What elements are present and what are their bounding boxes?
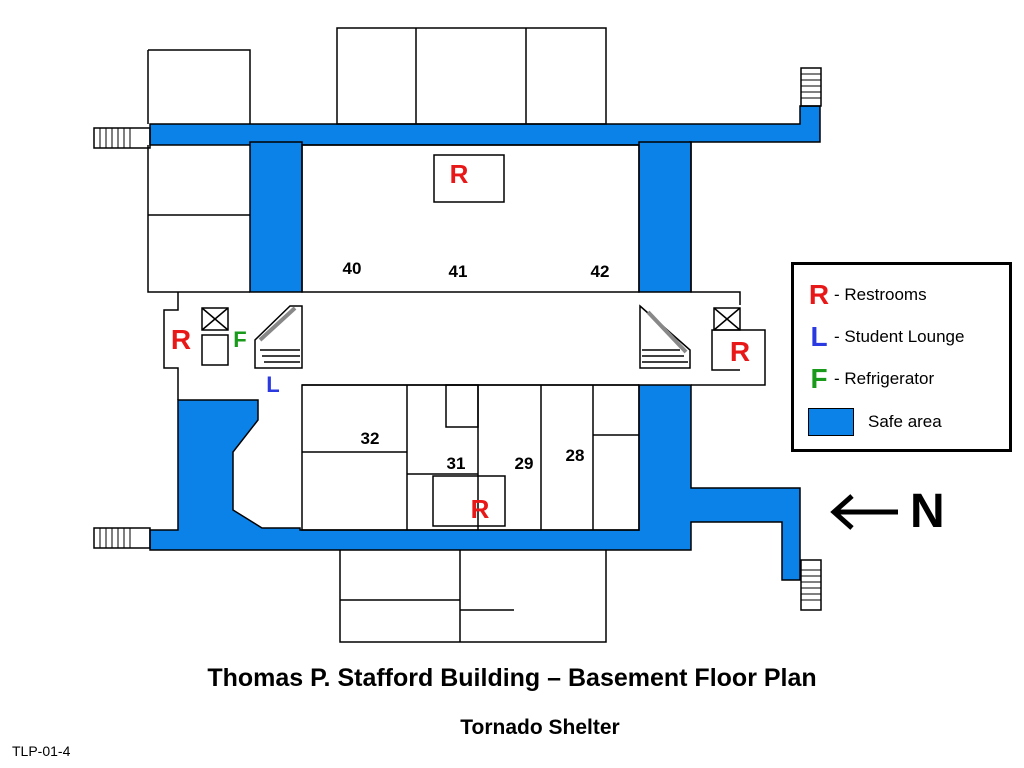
footer-code: TLP-01-4 — [12, 743, 71, 759]
legend-item-student-lounge: L - Student Lounge — [808, 321, 964, 353]
legend-label: - Restrooms — [834, 285, 927, 304]
restroom-marker-bottom: R — [471, 494, 490, 524]
legend-item-restrooms: R - Restrooms — [808, 279, 927, 311]
legend-symbol: R — [808, 279, 830, 310]
page-title: Thomas P. Stafford Building – Basement F… — [207, 664, 817, 692]
safe-area-swatch — [808, 408, 854, 436]
legend-symbol: F — [810, 363, 828, 394]
building-walls — [93, 27, 822, 643]
floor-plan-map: 40 41 42 32 31 29 28 R R R R F L — [93, 27, 822, 643]
room-number-42: 42 — [591, 262, 610, 281]
fixture-boxes — [201, 307, 741, 366]
room-number-40: 40 — [343, 259, 362, 278]
map-legend: R - Restrooms L - Student Lounge F - Ref… — [791, 262, 1012, 452]
lounge-marker: L — [266, 372, 279, 397]
refrigerator-marker: F — [233, 327, 246, 352]
room-number-32: 32 — [361, 429, 380, 448]
arrow-left-icon — [830, 494, 898, 530]
legend-item-safe-area: Safe area — [808, 408, 942, 436]
stair-marks — [99, 73, 821, 601]
north-indicator: N — [828, 488, 945, 536]
page-subtitle: Tornado Shelter — [460, 716, 620, 739]
room-number-28: 28 — [566, 446, 585, 465]
legend-label: Safe area — [868, 412, 942, 431]
safe-area — [149, 105, 821, 581]
legend-label: - Student Lounge — [834, 327, 965, 346]
room-number-41: 41 — [449, 262, 468, 281]
north-label: N — [910, 485, 945, 538]
room-number-31: 31 — [447, 454, 466, 473]
legend-label: - Refrigerator — [834, 369, 935, 388]
restroom-marker-top: R — [450, 159, 469, 189]
restroom-marker-left: R — [171, 324, 191, 355]
restroom-marker-right: R — [730, 336, 750, 367]
legend-item-refrigerator: F - Refrigerator — [808, 363, 934, 395]
central-stairwells — [254, 304, 691, 369]
room-number-29: 29 — [515, 454, 534, 473]
legend-symbol: L — [810, 321, 828, 352]
